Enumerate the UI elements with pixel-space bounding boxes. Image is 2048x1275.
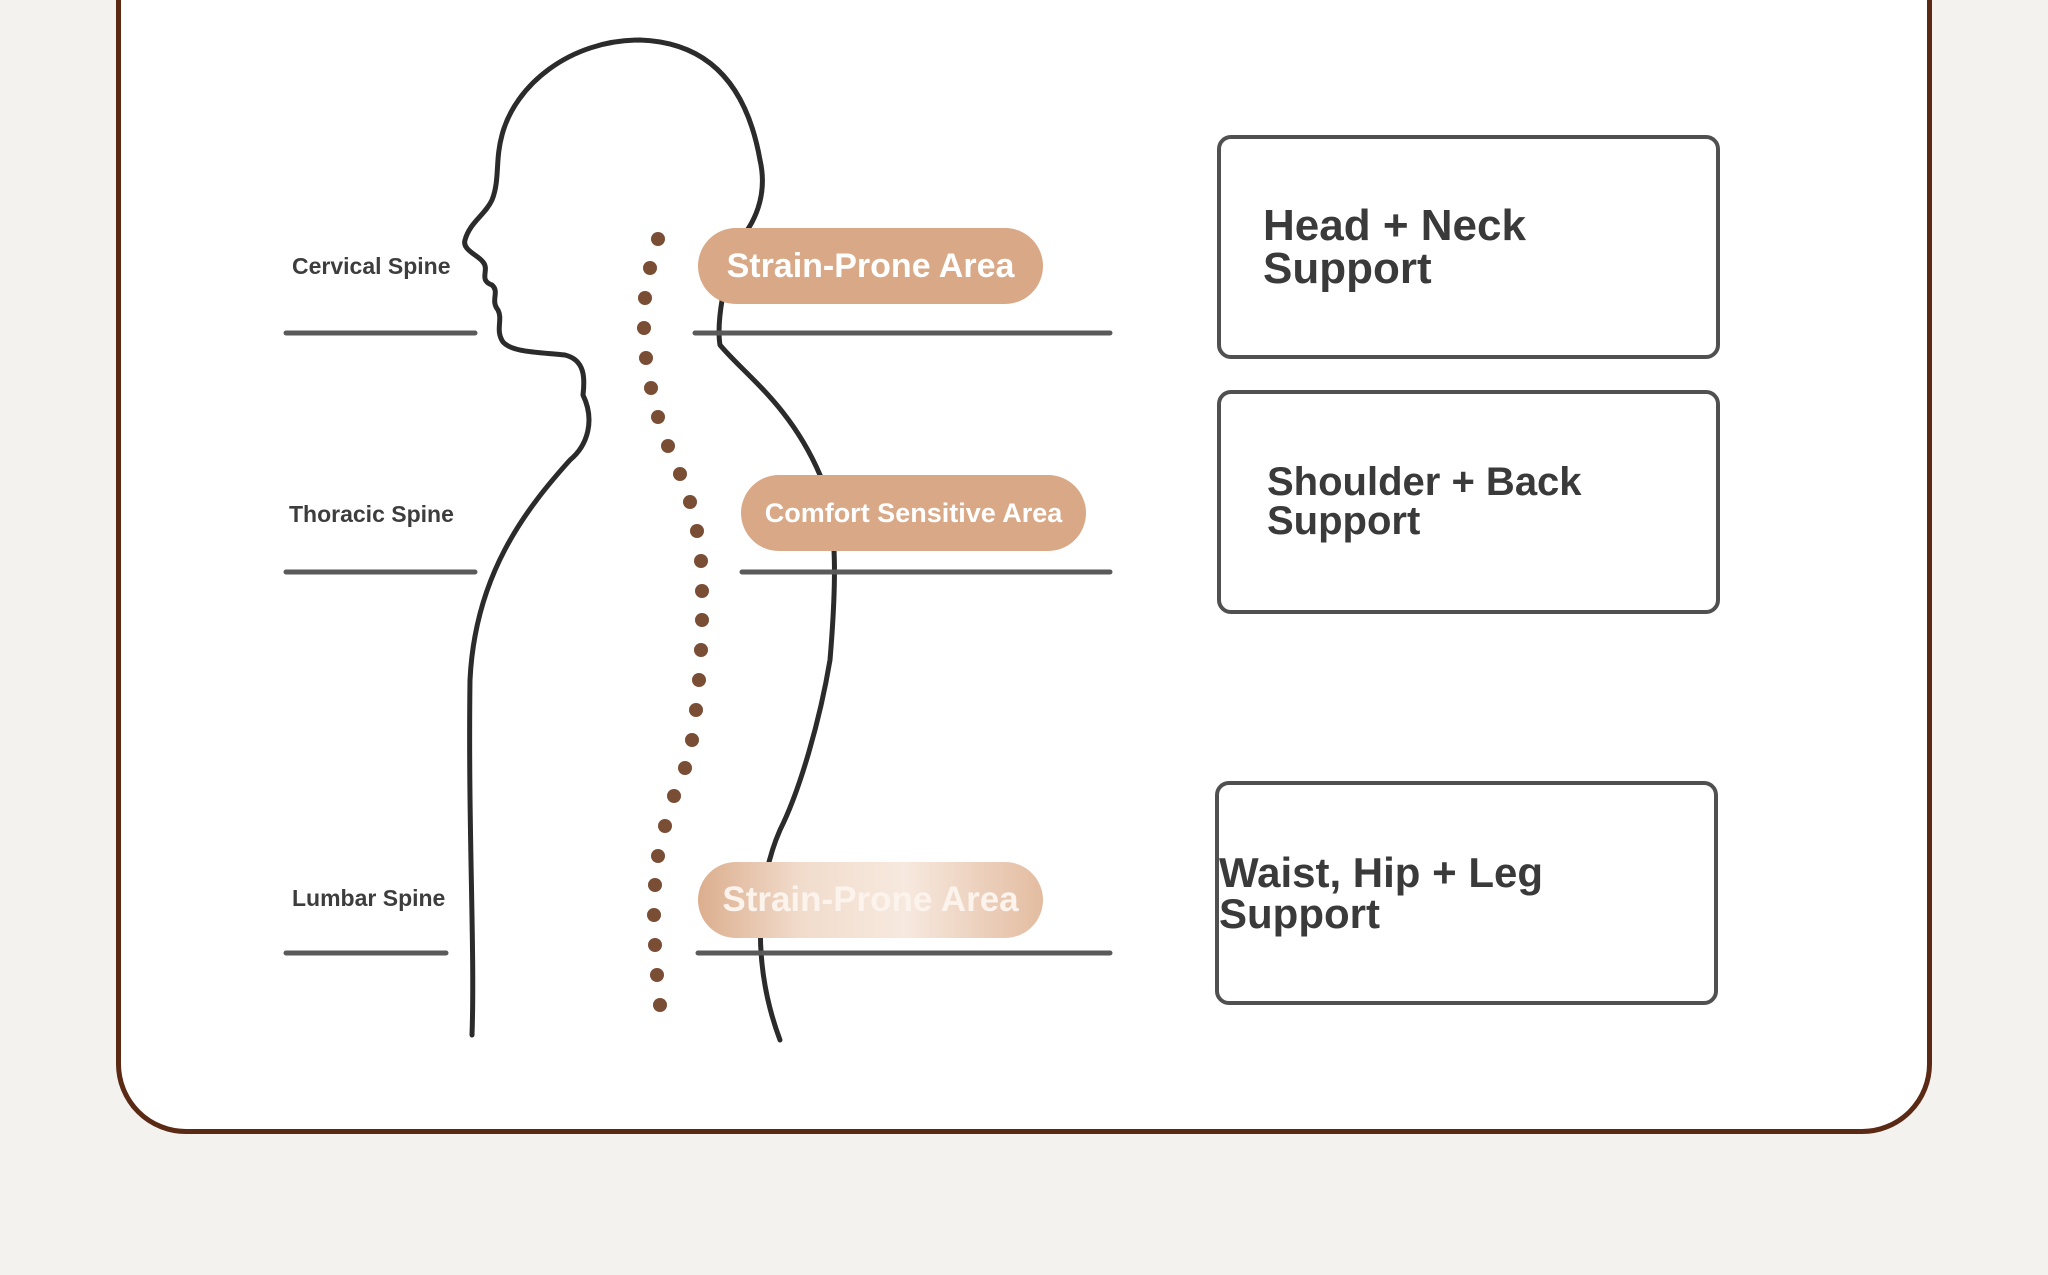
level-lines: [283, 330, 1113, 956]
lumbar-strain-prone-area: Strain-Prone Area: [698, 862, 1043, 938]
head-neck-support-label: Head + Neck Support: [1263, 200, 1526, 293]
head-neck-support-box: Head + Neck Support: [1217, 135, 1720, 359]
waist-hip-leg-support-box: Waist, Hip + Leg Support: [1215, 781, 1718, 1005]
shoulder-back-support-box: Shoulder + Back Support: [1217, 390, 1720, 614]
cervical-strain-prone-area: Strain-Prone Area: [698, 228, 1043, 304]
waist-hip-leg-support-label: Waist, Hip + Leg Support: [1219, 848, 1543, 937]
thoracic-comfort-sensitive-area: Comfort Sensitive Area: [741, 475, 1086, 551]
spine-dots: [637, 232, 709, 1012]
thoracic-spine-label: Thoracic Spine: [289, 501, 454, 527]
body-front-outline: [462, 37, 763, 1038]
shoulder-back-support-label: Shoulder + Back Support: [1267, 459, 1582, 543]
lumbar-spine-label: Lumbar Spine: [292, 885, 446, 911]
cervical-spine-label: Cervical Spine: [292, 253, 451, 279]
